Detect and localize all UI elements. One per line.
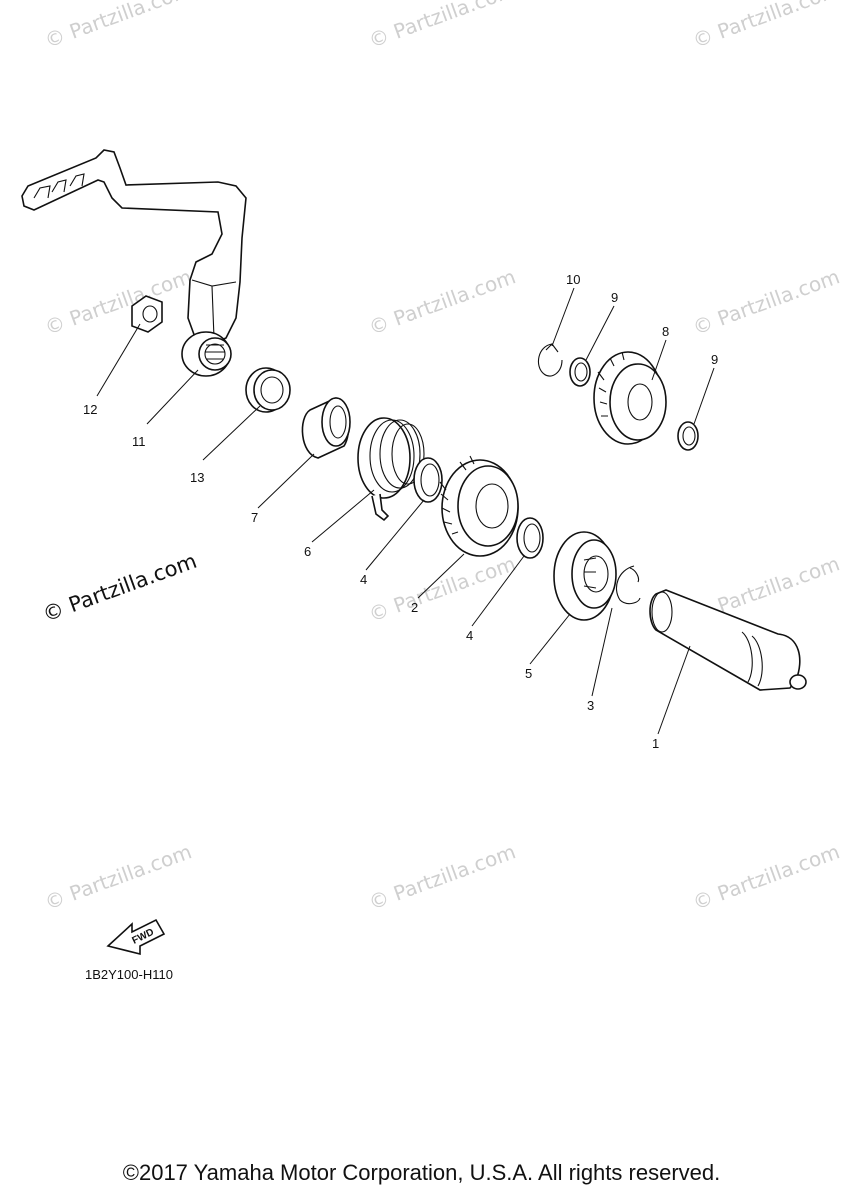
callout-13: 13 — [190, 470, 204, 485]
callout-11: 11 — [132, 434, 146, 449]
watermark: © Partzilla.com — [366, 0, 519, 53]
ratchet-wheel-5 — [553, 531, 617, 621]
washer-4a — [413, 457, 443, 503]
fwd-arrow-icon: FWD — [106, 918, 166, 956]
kick-crank-lever — [21, 149, 247, 377]
washer-9b — [677, 421, 699, 451]
watermark: © Partzilla.com — [42, 839, 195, 914]
callout-labels: 1 2 3 4 4 5 6 7 8 9 9 10 11 12 13 — [83, 272, 718, 751]
circlip-3 — [616, 565, 641, 605]
collar-7 — [301, 397, 351, 459]
watermark: © Partzilla.com — [366, 551, 519, 626]
circlip-10 — [537, 343, 563, 377]
callout-10: 10 — [566, 272, 580, 287]
oil-seal-13 — [245, 367, 291, 413]
washer-9a — [569, 357, 591, 387]
torsion-spring-6 — [357, 417, 425, 522]
watermark: © Partzilla.com — [366, 264, 519, 339]
callout-9: 9 — [611, 290, 618, 305]
watermark: © Partzilla.com — [42, 0, 195, 53]
watermark: © Partzilla.com — [366, 839, 519, 914]
copyright-notice: ©2017 Yamaha Motor Corporation, U.S.A. A… — [122, 1160, 721, 1185]
kick-shaft-1 — [649, 589, 807, 691]
callout-9: 9 — [711, 352, 718, 367]
watermark-layer: © Partzilla.com © Partzilla.com © Partzi… — [40, 0, 843, 915]
callout-4: 4 — [360, 572, 367, 587]
callout-4: 4 — [466, 628, 473, 643]
callout-12: 12 — [83, 402, 97, 417]
leader-lines — [96, 287, 715, 735]
watermark: © Partzilla.com — [690, 0, 843, 53]
callout-5: 5 — [525, 666, 532, 681]
callout-6: 6 — [304, 544, 311, 559]
callout-7: 7 — [251, 510, 258, 525]
watermark: © Partzilla.com — [690, 264, 843, 339]
watermark: © Partzilla.com — [690, 839, 843, 914]
kick-gear-2 — [439, 455, 519, 557]
callout-8: 8 — [662, 324, 669, 339]
idler-gear-8 — [593, 351, 667, 445]
nut-12 — [131, 295, 163, 333]
watermark-main: © Partzilla.com — [40, 549, 200, 627]
watermark: © Partzilla.com — [42, 264, 195, 339]
callout-1: 1 — [652, 736, 659, 751]
diagram-code: 1B2Y100-H110 — [85, 967, 173, 982]
callout-2: 2 — [411, 600, 418, 615]
washer-4b — [516, 517, 544, 559]
callout-3: 3 — [587, 698, 594, 713]
